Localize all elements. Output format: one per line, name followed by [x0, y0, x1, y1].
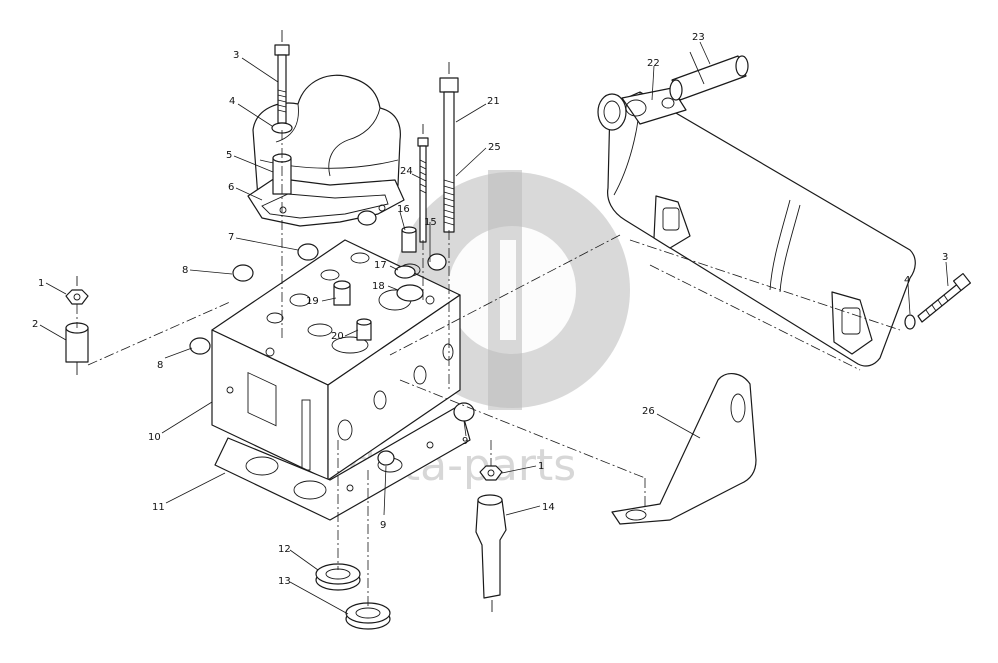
- callout-16: 16: [397, 204, 410, 215]
- callout-6-cover-gasket: 6: [228, 182, 234, 193]
- part-19: [333, 280, 351, 306]
- center-lines: [76, 130, 901, 608]
- callout-14-injector-sleeve: 14: [542, 502, 555, 513]
- nut-right: [479, 465, 503, 481]
- cover-gasket: [247, 177, 405, 227]
- plug-head-top: [427, 253, 447, 271]
- part-20: [356, 318, 372, 341]
- injector-sleeve: [475, 494, 507, 612]
- callout-labels: 3 4 5 6 7 8 8 1 2 10 11 12 13 9 9 14 1 1…: [32, 32, 948, 587]
- callout-11-head-gasket: 11: [152, 502, 165, 513]
- part-16: [401, 226, 417, 253]
- callout-23: 23: [692, 32, 705, 43]
- plug-9-lower: [377, 450, 395, 466]
- callout-20: 20: [331, 331, 344, 342]
- callout-26-bracket: 26: [642, 406, 655, 417]
- plug-cover: [357, 210, 377, 226]
- callout-5-sleeve: 5: [226, 150, 232, 161]
- callout-2-sleeve-left: 2: [32, 319, 38, 330]
- callout-8-plug-side: 8: [157, 360, 163, 371]
- callout-9-plug-lower: 9: [380, 520, 386, 531]
- callout-25: 25: [488, 142, 501, 153]
- plug-7: [297, 243, 319, 261]
- callout-4-manifold-washer: 4: [904, 275, 910, 286]
- callout-8-plug-top: 8: [182, 265, 188, 276]
- callout-3-manifold-bolt: 3: [942, 252, 948, 263]
- callout-15: 15: [424, 217, 437, 228]
- bracket-26: [611, 373, 757, 525]
- callout-19: 19: [306, 296, 319, 307]
- exhaust-manifold: [597, 91, 916, 367]
- callout-13-seal-ring: 13: [278, 576, 291, 587]
- manifold-washer: [904, 314, 916, 330]
- seal-ring-12: [315, 563, 361, 591]
- callout-9-plug-right: 9: [462, 436, 468, 447]
- manifold-flange-22: [621, 87, 687, 125]
- callout-17: 17: [374, 260, 387, 271]
- sleeve-left: [65, 322, 89, 375]
- callout-1-nut-right: 1: [538, 461, 544, 472]
- callout-12-seal-ring: 12: [278, 544, 291, 555]
- callout-7-plug: 7: [228, 232, 234, 243]
- part-17: [394, 265, 416, 279]
- manifold-bolt: [917, 272, 972, 323]
- manifold-pipe-23: [669, 51, 749, 101]
- callout-1-nut-left: 1: [38, 278, 44, 289]
- cover-bolt: [274, 30, 290, 124]
- leader-lines: [39, 41, 949, 615]
- callout-3-bolt: 3: [233, 50, 239, 61]
- plug-8-side: [189, 337, 211, 355]
- callout-22: 22: [647, 58, 660, 69]
- callout-24: 24: [400, 166, 413, 177]
- part-18: [396, 284, 424, 302]
- seal-ring-13: [345, 602, 391, 630]
- plug-8-top: [232, 264, 254, 282]
- callout-10-cylinder-head: 10: [148, 432, 161, 443]
- callout-18: 18: [372, 281, 385, 292]
- callout-4-washer: 4: [229, 96, 235, 107]
- nut-left: [65, 276, 89, 305]
- callout-21: 21: [487, 96, 500, 107]
